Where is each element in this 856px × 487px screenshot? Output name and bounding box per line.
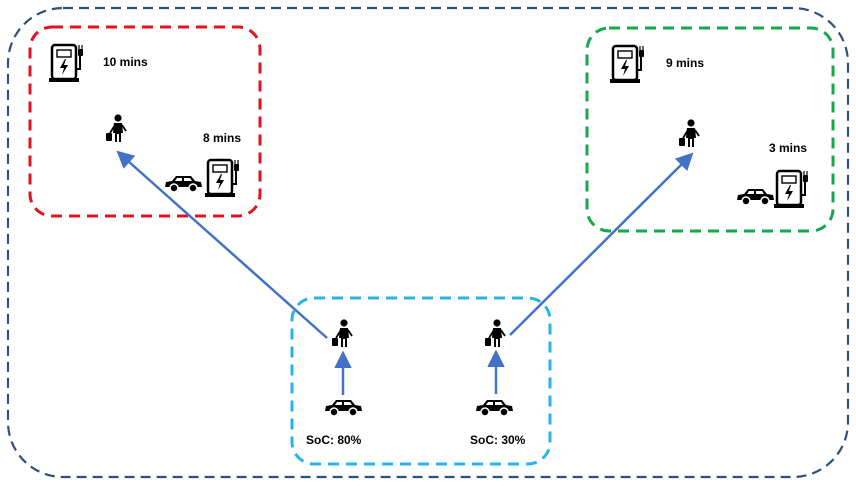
car-icon <box>164 175 203 193</box>
person-icon <box>678 118 700 148</box>
person-icon <box>484 318 506 348</box>
right-car-soc-label: SoC: 30% <box>470 433 526 447</box>
left-zone-station-bottom-label: 8 mins <box>203 131 241 145</box>
charging-station-icon <box>203 158 241 199</box>
right-zone-border <box>585 26 835 233</box>
bottom-zone-border <box>290 296 552 466</box>
car-icon <box>475 399 514 417</box>
person-to-left-zone-arrow <box>116 150 328 339</box>
charging-station-icon <box>47 43 85 84</box>
charging-station-icon <box>608 44 646 85</box>
person-icon <box>331 318 353 348</box>
person-to-right-zone-arrow <box>509 152 694 336</box>
left-car-soc-label: SoC: 80% <box>306 433 362 447</box>
car-icon <box>324 399 363 417</box>
charging-station-icon <box>772 169 810 210</box>
left-zone-border <box>28 25 262 218</box>
right-zone-station-bottom-label: 3 mins <box>769 141 807 155</box>
person-icon <box>105 113 127 143</box>
left-zone-station-top-label: 10 mins <box>103 55 148 69</box>
car-icon <box>736 188 775 206</box>
outer-region-border <box>6 6 850 479</box>
right-zone-station-top-label: 9 mins <box>666 56 704 70</box>
